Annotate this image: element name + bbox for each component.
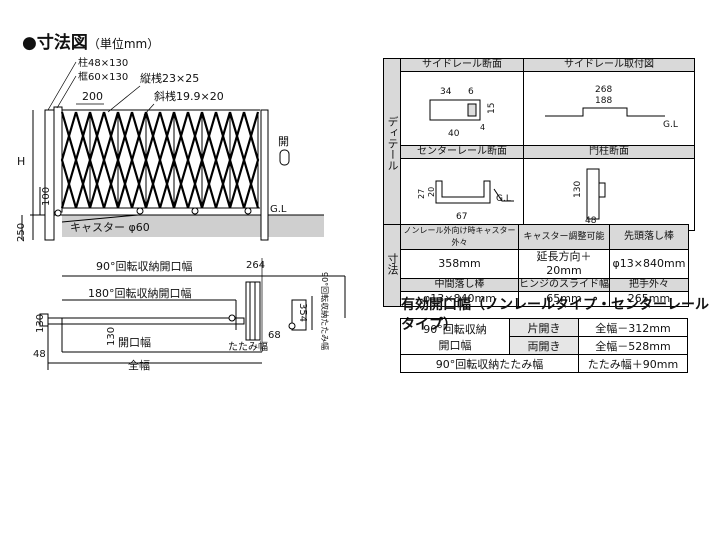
center-rail-header: センターレール断面 [400,145,524,159]
detail-table: ディテール サイドレール断面 サイドレール取付図 34 6 15 4 40 26… [383,58,695,231]
svg-text:27: 27 [417,189,426,199]
folded-stack [245,281,261,341]
h250-label: 250 [16,223,27,242]
svg-text:130: 130 [573,181,583,198]
svg-text:268: 268 [595,85,612,95]
plan-gate [47,317,245,325]
page-title: ●寸法図（単位mm） [22,33,160,53]
h100-label: 100 [41,187,52,206]
dims-side-label: 寸法 [383,224,401,307]
effective-table: 90°回転収納開口幅 片開き 全幅－312mm 両開き 全幅－528mm 90°… [400,318,688,373]
caster-label: キャスター φ60 [70,221,150,234]
d354-label: 354 [297,303,308,322]
side-rail-mount-header: サイドレール取付図 [523,58,695,72]
side-rail-mount: 268 188 G.L [545,85,678,130]
h-label: H [17,155,25,168]
d68-label: 68 [268,330,281,341]
dimension-table: 寸法 ノンレール外向け時キャスター外々 キャスター調整可能 先頭落し棒 358m… [383,224,689,307]
svg-text:48: 48 [585,216,597,226]
d48-label: 48 [33,349,46,360]
post-label: 柱48×130 [78,56,128,69]
gate-elevation: 開 H 100 250 G.L キャスター φ60 柱48×130 框60×13… [16,56,324,242]
gl-label: G.L [270,204,287,215]
svg-text:34: 34 [440,87,452,97]
side-rail-header: サイドレール断面 [400,58,524,72]
frame-label: 框60×130 [78,70,128,83]
pitch-label: 200 [82,90,103,103]
svg-text:G.L: G.L [496,194,511,204]
opening-label: 開口幅 [118,336,151,349]
vbar-label: 縦桟23×25 [140,71,199,85]
right-post [260,109,269,241]
fold-label: たたみ幅 [228,340,268,353]
total-label: 全幅 [128,358,150,372]
v90-label: 90°回転収納たたみ幅 [320,272,330,350]
svg-text:4: 4 [480,123,485,132]
d130a-label: 130 [35,314,46,333]
detail-side-label: ディテール [383,58,401,231]
svg-text:188: 188 [595,96,612,106]
side-rail-section: 34 6 15 4 40 [429,87,497,139]
gate-plan: 90°回転収納開口幅 180°回転収納開口幅 264 354 90°回転収納たた… [33,258,346,372]
svg-text:15: 15 [487,103,497,114]
w90-label: 90°回転収納開口幅 [96,260,193,273]
dbar-label: 斜桟19.9×20 [154,89,224,103]
gate-post-header: 門柱断面 [523,145,695,159]
ground [62,215,324,237]
gate-post-section: 130 48 [573,168,606,226]
w180-label: 180°回転収納開口幅 [88,287,192,300]
svg-text:67: 67 [456,212,467,222]
svg-text:40: 40 [448,129,460,139]
svg-text:G.L: G.L [663,120,678,130]
center-rail-section: 27 20 67 G.L [417,180,514,222]
svg-text:20: 20 [427,187,436,197]
handle [279,149,290,166]
svg-text:6: 6 [468,87,474,97]
caster-wheels [54,207,252,217]
d264-label: 264 [246,260,265,271]
open-label: 開 [278,135,289,148]
d130b-label: 130 [106,327,117,346]
